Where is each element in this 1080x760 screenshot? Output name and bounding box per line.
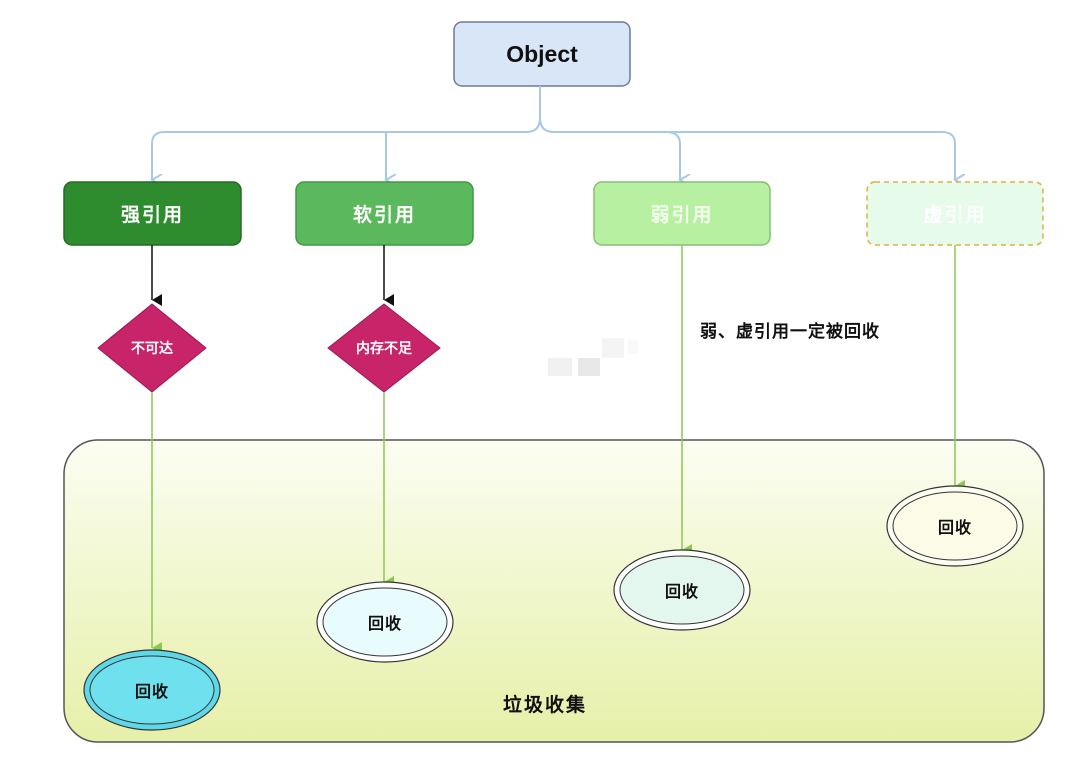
strong-ref-label: 强引用 xyxy=(120,204,184,226)
watermark-blocks xyxy=(548,338,638,376)
recycle-connectors xyxy=(151,245,965,654)
recycle-node-strong xyxy=(83,649,221,731)
soft-ref-label: 软引用 xyxy=(352,204,416,226)
weak-ref-label: 弱引用 xyxy=(650,204,714,226)
weak-phantom-note: 弱、虚引用一定被回收 xyxy=(700,321,880,342)
recycle-node-soft xyxy=(316,581,454,663)
recycle-node-weak xyxy=(613,549,751,631)
object-connectors xyxy=(152,86,955,180)
recycle-label-weak: 回收 xyxy=(664,582,699,601)
recycle-label-soft: 回收 xyxy=(367,614,402,633)
low-memory-condition-label: 内存不足 xyxy=(356,341,412,357)
object-label: Object xyxy=(506,40,578,67)
recycle-label-strong: 回收 xyxy=(134,682,169,701)
recycle-label-phantom: 回收 xyxy=(937,518,972,537)
phantom-ref-label: 虚引用 xyxy=(923,204,987,226)
phantom-ref-node xyxy=(866,181,1044,246)
object-node xyxy=(453,21,631,87)
unreachable-condition-label: 不可达 xyxy=(131,341,173,357)
gc-region-label: 垃圾收集 xyxy=(502,693,587,716)
gc-region xyxy=(63,439,1045,743)
recycle-node-phantom xyxy=(886,485,1024,567)
